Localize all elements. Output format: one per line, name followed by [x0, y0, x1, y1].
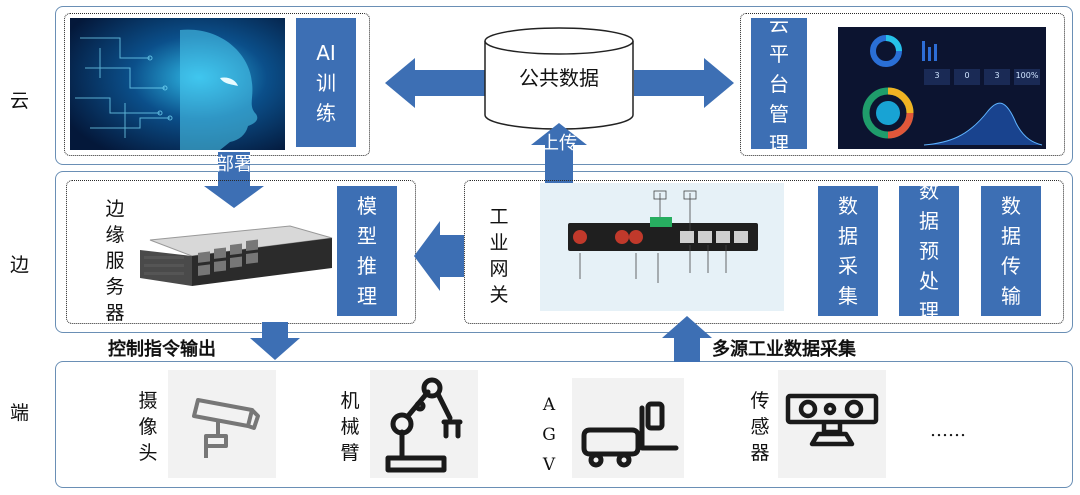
- control-output-label: 控制指令输出: [108, 339, 216, 360]
- data-collection-label: 数据采集: [838, 194, 858, 308]
- ai-head-image: [70, 18, 285, 150]
- sensor-icon: [785, 393, 879, 447]
- ai-training-group: [64, 13, 370, 156]
- agv-label: AGV: [542, 395, 556, 475]
- camera-tile: [168, 370, 276, 478]
- arrow-to-ai-training: [385, 58, 485, 108]
- multi-source-label: 多源工业数据采集: [712, 339, 856, 360]
- robot-arm-icon: [385, 377, 463, 473]
- arrow-to-cloud-platform: [634, 58, 734, 108]
- agv-tile: [572, 378, 684, 478]
- arrow-to-model-inference: [414, 221, 464, 291]
- tier-label-cloud: 云: [10, 90, 30, 112]
- gateway-device-image: [540, 183, 784, 311]
- camera-icon: [192, 398, 260, 458]
- tier-label-device: 端: [10, 402, 30, 424]
- data-preprocess-box: 数据预处理: [899, 179, 959, 323]
- agv-icon: [581, 401, 679, 468]
- dashboard-value-1: 3: [934, 71, 940, 80]
- edge-server-group: [66, 180, 416, 324]
- edge-server-label: 边缘服务器: [105, 198, 125, 324]
- cloud-platform-label: 云平台管理: [769, 11, 789, 156]
- dashboard-value-4: 100%: [1015, 71, 1039, 80]
- industrial-gateway-group: [464, 180, 1064, 324]
- tier-label-edge: 边: [10, 254, 30, 276]
- data-collection-box: 数据采集: [818, 186, 878, 316]
- public-data-label: 公共数据: [519, 66, 599, 90]
- ai-training-label: AI训练: [316, 40, 336, 125]
- public-data-cylinder: [484, 27, 634, 130]
- edge-server-image: [140, 225, 333, 286]
- sensor-label: 传感器: [750, 390, 770, 464]
- cloud-platform-box: 云平台管理: [751, 12, 807, 156]
- dashboard-value-3: 3: [994, 71, 1000, 80]
- sensor-tile: [778, 370, 886, 478]
- control-output-arrow: [250, 322, 300, 360]
- model-inference-box: 模型推理: [337, 186, 397, 316]
- dashboard-thumbnail: 3 0 3 100%: [838, 27, 1046, 149]
- upload-arrow: [531, 123, 587, 183]
- data-transfer-box: 数据传输: [981, 186, 1041, 316]
- upload-label: 上传: [541, 133, 577, 154]
- data-transfer-label: 数据传输: [1001, 194, 1021, 308]
- cloud-platform-group: [740, 13, 1065, 156]
- model-inference-label: 模型推理: [357, 194, 377, 308]
- more-devices-ellipsis: ……: [930, 420, 966, 441]
- dashboard-value-2: 0: [964, 71, 970, 80]
- robot-arm-tile: [370, 370, 478, 478]
- multi-source-arrow: [662, 316, 712, 362]
- deploy-label: 部署: [216, 154, 252, 175]
- robot-arm-label: 机械臂: [340, 390, 360, 464]
- data-preprocess-label: 数据预处理: [919, 179, 939, 323]
- ai-training-box: AI训练: [296, 18, 356, 147]
- camera-label: 摄像头: [138, 390, 158, 464]
- industrial-gateway-label: 工业网关: [489, 206, 509, 306]
